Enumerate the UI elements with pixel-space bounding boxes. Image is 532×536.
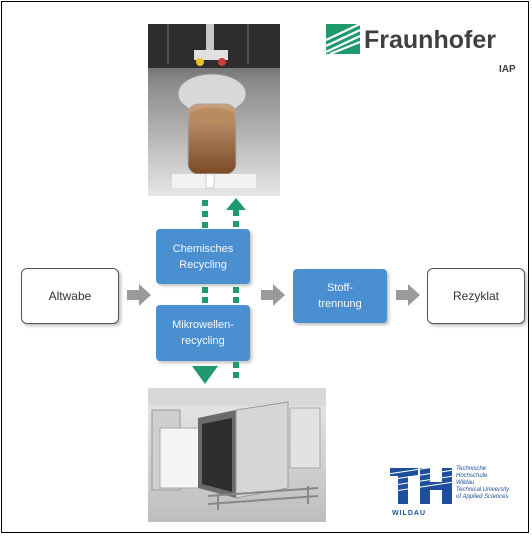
arrow-altwabe-to-recycling	[127, 284, 151, 306]
stoff-line-2: trennung	[318, 298, 362, 310]
green-connector-right	[233, 287, 239, 303]
th-wildau-mark-icon	[387, 463, 455, 504]
th-line-3: Wildau	[456, 480, 475, 486]
green-arrow-down-bottom	[192, 366, 218, 384]
node-chemisches-recycling: Chemisches Recycling	[156, 229, 250, 284]
th-wildau-word: WILDAU	[392, 510, 426, 517]
th-line-1: Technische	[456, 466, 487, 472]
fraunhofer-sub: IAP	[499, 64, 516, 75]
green-arrow-down-top	[202, 200, 208, 228]
chemisch-line-2: Recycling	[179, 258, 227, 271]
node-rezyklat-label: Rezyklat	[452, 289, 499, 303]
mikrowelle-line-2: recycling	[181, 335, 225, 347]
green-arrow-up-bottom	[233, 362, 239, 378]
th-line-4: Technical University	[456, 487, 510, 493]
arrow-recycling-to-stofftrennung	[261, 284, 285, 306]
node-rezyklat: Rezyklat	[427, 268, 525, 324]
node-altwabe-label: Altwabe	[48, 289, 92, 303]
chemisch-line-1: Chemisches	[172, 242, 234, 255]
node-altwabe: Altwabe	[21, 268, 119, 324]
th-line-2: Hochschule	[456, 473, 488, 479]
stoff-line-1: Stoff-	[326, 282, 354, 294]
node-stofftrennung: Stoff- trennung	[293, 269, 387, 323]
green-arrow-up-top	[226, 198, 246, 228]
arrow-stofftrennung-to-rezyklat	[396, 284, 420, 306]
node-mikrowellen-recycling: Mikrowellen- recycling	[156, 305, 250, 361]
fraunhofer-name: Fraunhofer	[364, 26, 496, 54]
th-wildau-text: Technische Hochschule Wildau Technical U…	[456, 466, 509, 501]
reactor-photo	[148, 24, 280, 196]
green-connector-left	[202, 287, 208, 303]
mikrowelle-line-1: Mikrowellen-	[172, 319, 234, 331]
th-line-5: of Applied Sciences	[456, 494, 509, 500]
fraunhofer-mark-icon	[325, 23, 361, 56]
microwave-photo	[148, 388, 326, 522]
